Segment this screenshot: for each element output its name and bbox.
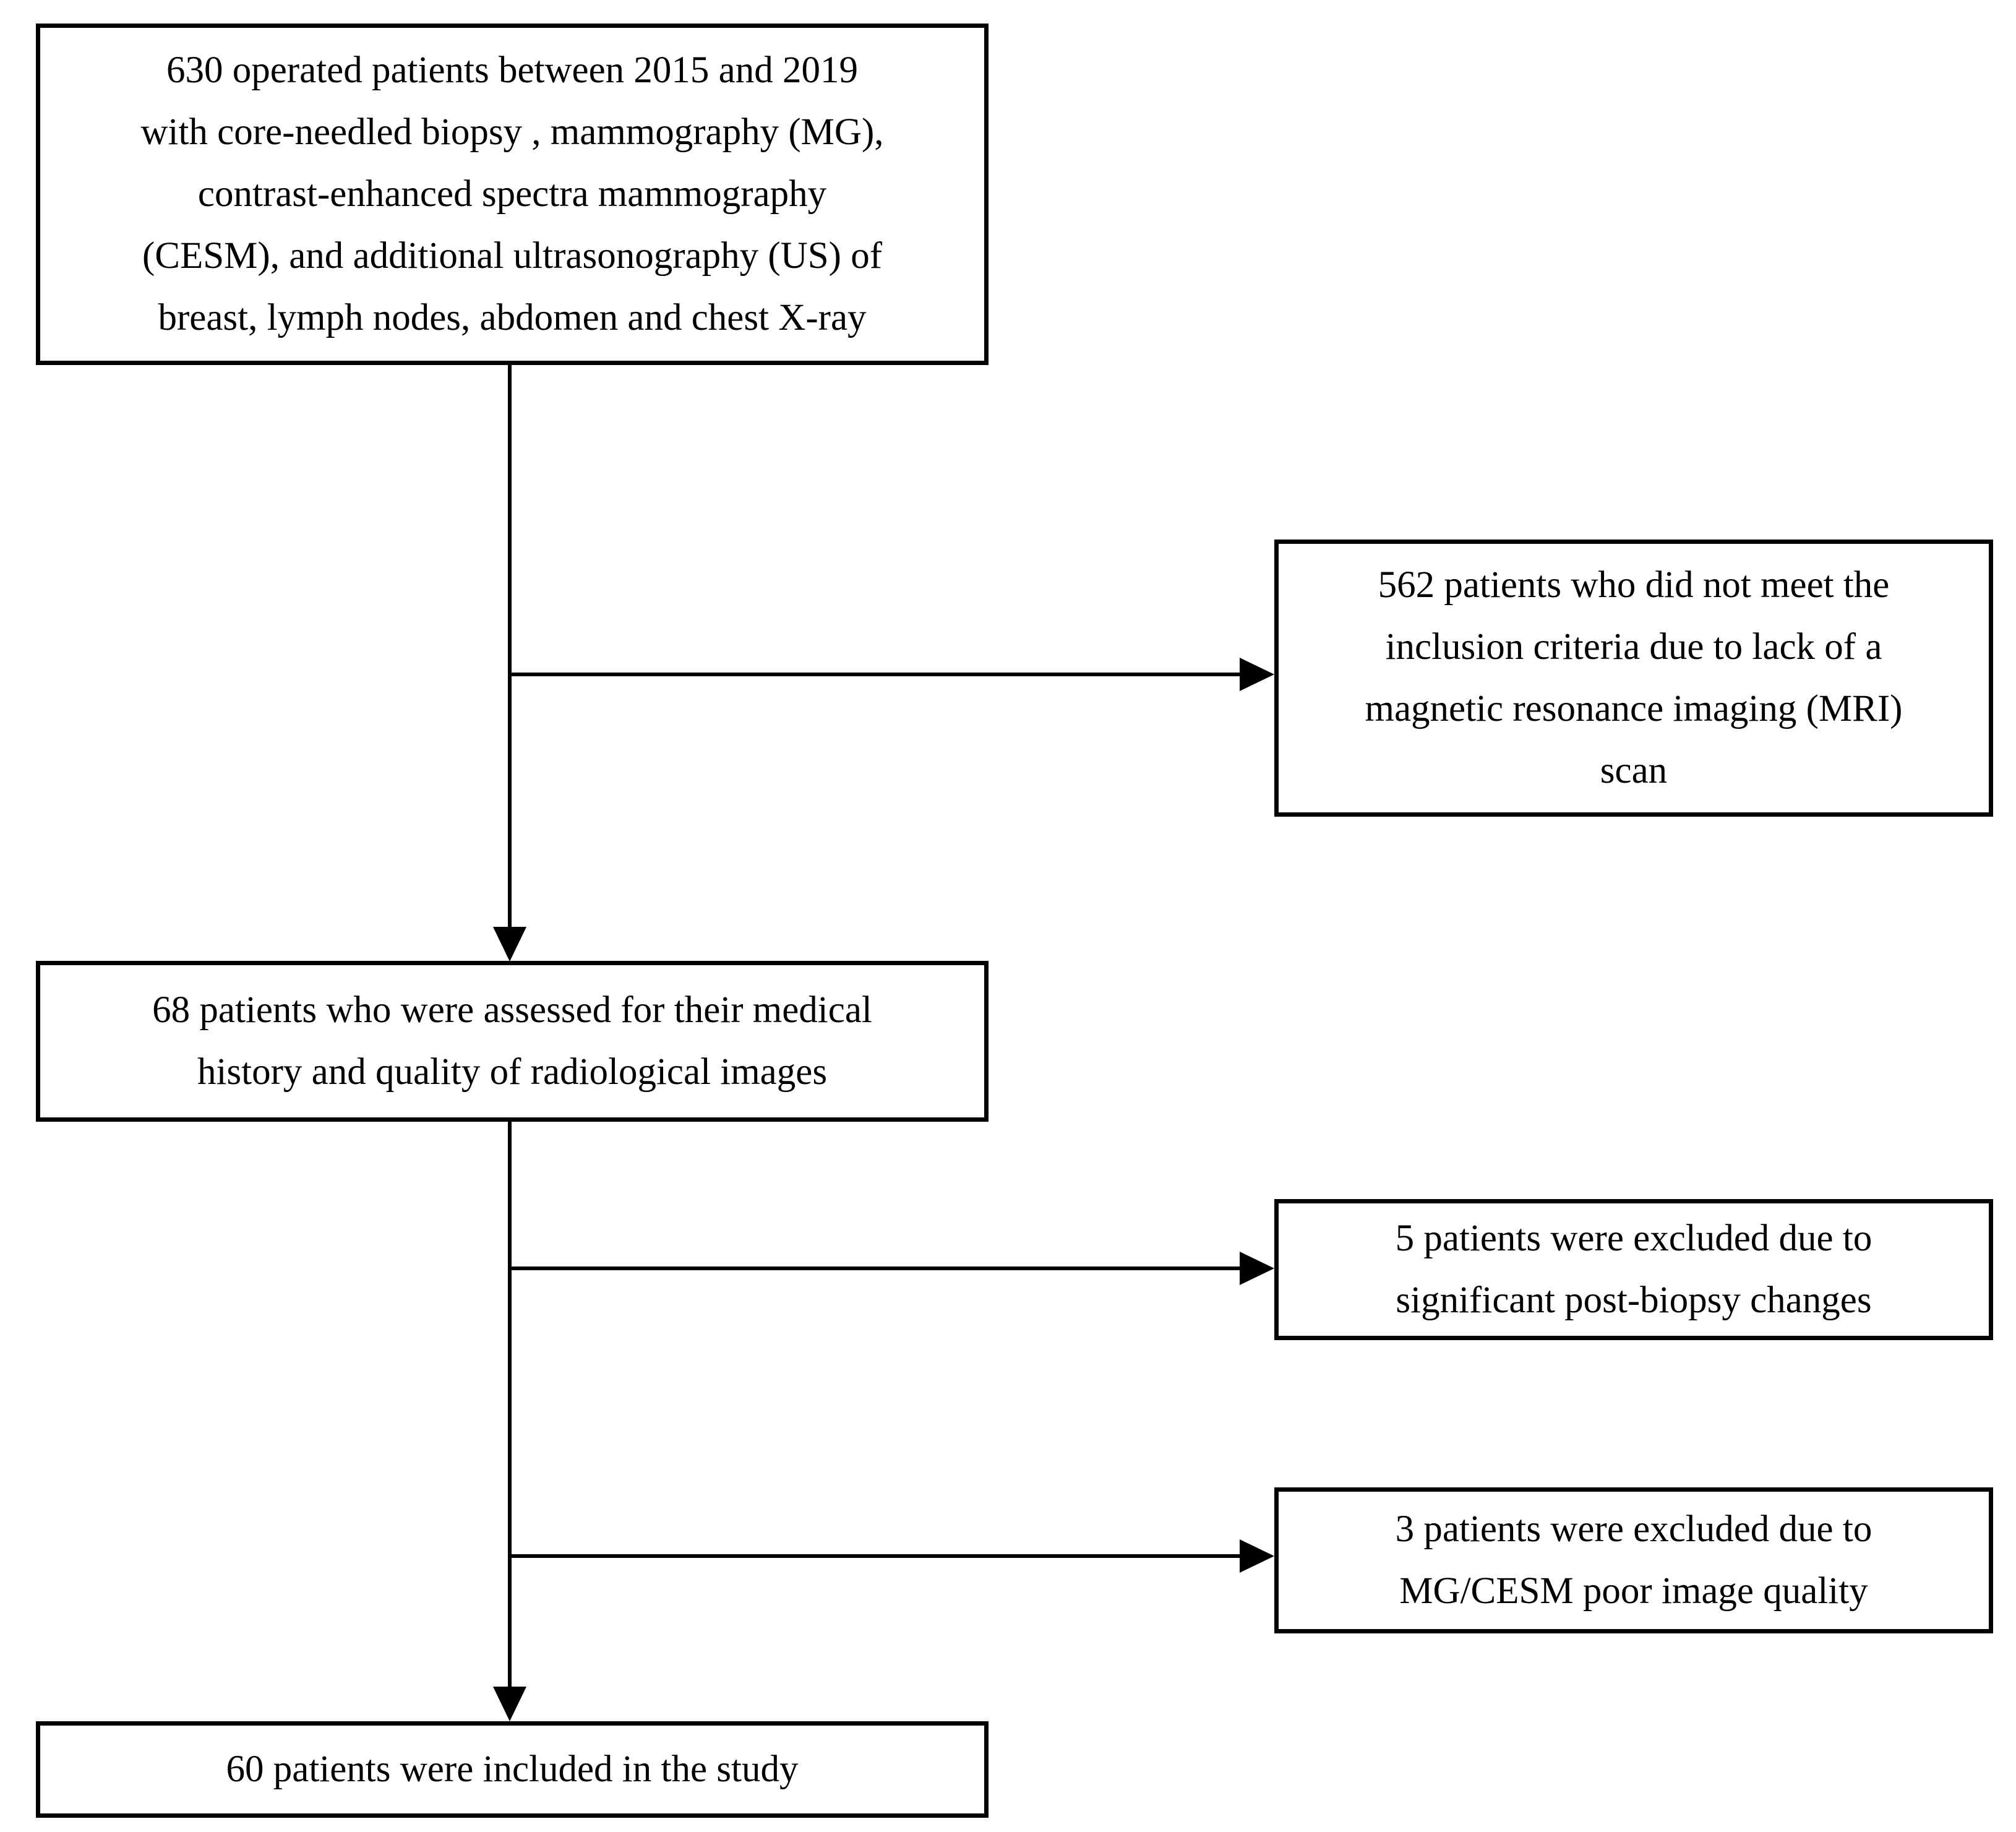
box-text-line: contrast-enhanced spectra mammography <box>197 173 827 215</box>
box-text-line: 562 patients who did not meet the <box>1378 564 1890 606</box>
box-text-line: magnetic resonance imaging (MRI) <box>1365 688 1903 729</box>
connector-branch-excluded-post-biopsy <box>510 1266 1240 1270</box>
down-arrowhead-icon <box>493 1687 526 1721</box>
box-text-line: scan <box>1600 750 1668 791</box>
right-arrowhead-icon <box>1240 658 1274 691</box>
down-arrowhead-icon <box>493 927 526 961</box>
box-text-line: inclusion criteria due to lack of a <box>1385 626 1882 668</box>
box-text-line: MG/CESM poor image quality <box>1399 1570 1868 1612</box>
flowchart-box-excluded-post-biopsy: 5 patients were excluded due to signific… <box>1274 1199 1993 1340</box>
box-text-line: significant post-biopsy changes <box>1396 1279 1872 1321</box>
right-arrowhead-icon <box>1240 1539 1274 1573</box>
connector-branch-excluded-no-mri <box>510 673 1240 676</box>
connector-initial-to-assessed <box>508 365 512 927</box>
box-text-line: 3 patients were excluded due to <box>1395 1508 1872 1550</box>
flowchart-box-assessed-patients: 68 patients who were assessed for their … <box>36 961 989 1122</box>
box-text-line: 60 patients were included in the study <box>226 1748 799 1790</box>
box-text-line: with core-needled biopsy , mammography (… <box>140 111 884 153</box>
box-text-line: 5 patients were excluded due to <box>1395 1218 1872 1259</box>
flowchart-box-excluded-image-quality: 3 patients were excluded due to MG/CESM … <box>1274 1487 1993 1633</box>
connector-branch-excluded-image-quality <box>510 1554 1240 1558</box>
box-text-line: 68 patients who were assessed for their … <box>152 989 872 1031</box>
box-text-line: history and quality of radiological imag… <box>197 1051 828 1093</box>
right-arrowhead-icon <box>1240 1252 1274 1285</box>
connector-assessed-to-included <box>508 1122 512 1687</box>
box-text-line: (CESM), and additional ultrasonography (… <box>142 235 883 277</box>
box-text-line: 630 operated patients between 2015 and 2… <box>166 49 858 91</box>
flowchart-box-included-final: 60 patients were included in the study <box>36 1721 989 1818</box>
box-text-line: breast, lymph nodes, abdomen and chest X… <box>158 297 867 338</box>
flowchart-box-excluded-no-mri: 562 patients who did not meet the inclus… <box>1274 540 1993 817</box>
flowchart-box-initial-cohort: 630 operated patients between 2015 and 2… <box>36 24 989 365</box>
